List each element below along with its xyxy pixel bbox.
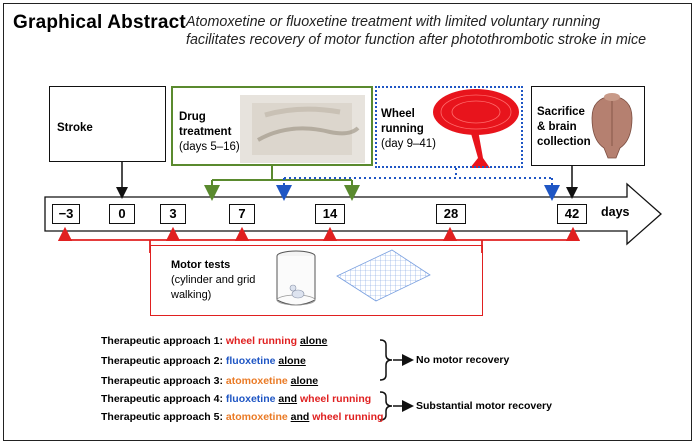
approach-prefix: Therapeutic approach 2: bbox=[101, 355, 226, 367]
approach-prefix: Therapeutic approach 3: bbox=[101, 375, 226, 387]
wheel-connector bbox=[283, 168, 553, 193]
page-title: Graphical Abstract bbox=[13, 12, 186, 33]
stroke-label: Stroke bbox=[57, 122, 93, 134]
approach-row: Therapeutic approach 1: wheel running al… bbox=[101, 335, 327, 347]
bracket-no-recovery bbox=[379, 339, 393, 381]
treatment-fluoxetine: fluoxetine bbox=[225, 393, 276, 405]
motor-tests-detail: (cylinder and grid walking) bbox=[171, 274, 256, 301]
tick-label: 14 bbox=[315, 204, 345, 224]
treatment-wheel: wheel running bbox=[225, 335, 298, 347]
drug-connector bbox=[211, 166, 353, 193]
alone-term: alone bbox=[299, 335, 328, 347]
motor-tests-title: Motor tests bbox=[171, 259, 231, 271]
sacrifice-box: Sacrifice & brain collection bbox=[531, 86, 645, 166]
drug-box: Drug treatment (days 5–16) bbox=[171, 86, 373, 166]
brain-icon bbox=[591, 93, 633, 159]
drug-title: Drug treatment bbox=[179, 111, 232, 138]
stroke-box: Stroke bbox=[49, 86, 166, 162]
sacrifice-label: Sacrifice & brain collection bbox=[537, 106, 591, 148]
drug-days: (days 5–16) bbox=[179, 141, 240, 153]
wheel-title: Wheel running bbox=[381, 108, 424, 135]
motor-test-connector bbox=[64, 233, 574, 241]
outcome-substantial: Substantial motor recovery bbox=[416, 400, 552, 412]
approach-row: Therapeutic approach 3: atomoxetine alon… bbox=[101, 375, 318, 387]
approach-prefix: Therapeutic approach 4: bbox=[101, 393, 226, 405]
treatment-wheel: wheel running bbox=[299, 393, 372, 405]
grid-icon bbox=[336, 249, 431, 302]
outcome-no-recovery: No motor recovery bbox=[416, 354, 510, 366]
approach-prefix: Therapeutic approach 5: bbox=[101, 411, 226, 423]
alone-term: alone bbox=[278, 355, 306, 367]
tick-label: 3 bbox=[160, 204, 186, 224]
running-wheel-icon bbox=[433, 89, 519, 168]
approach-row: Therapeutic approach 2: fluoxetine alone bbox=[101, 355, 306, 367]
treatment-wheel: wheel running bbox=[312, 411, 384, 423]
motor-tests-box: Motor tests (cylinder and grid walking) bbox=[150, 245, 483, 316]
treatment-atomoxetine: atomoxetine bbox=[225, 375, 288, 387]
figure-frame bbox=[3, 3, 692, 441]
and-term: and bbox=[278, 393, 298, 405]
timeline-unit: days bbox=[601, 205, 630, 219]
timeline-arrow bbox=[44, 182, 662, 246]
approach-row: Therapeutic approach 4: fluoxetine and w… bbox=[101, 393, 371, 405]
and-term: and bbox=[290, 411, 310, 423]
bracket-substantial bbox=[379, 391, 393, 421]
treatment-fluoxetine: fluoxetine bbox=[225, 355, 276, 367]
approach-prefix: Therapeutic approach 1: bbox=[101, 335, 226, 347]
tick-label: 0 bbox=[109, 204, 135, 224]
cylinder-icon bbox=[276, 250, 316, 306]
wheel-box: Wheel running (day 9–41) bbox=[375, 86, 523, 168]
tick-label: 28 bbox=[436, 204, 466, 224]
page-subtitle: Atomoxetine or fluoxetine treatment with… bbox=[186, 14, 647, 48]
mice-photo-icon bbox=[240, 95, 365, 163]
wheel-days: (day 9–41) bbox=[381, 138, 436, 150]
tick-label: −3 bbox=[52, 204, 80, 224]
approach-row: Therapeutic approach 5: atomoxetine and … bbox=[101, 411, 383, 423]
alone-term: alone bbox=[290, 375, 319, 387]
tick-label: 7 bbox=[229, 204, 255, 224]
tick-label: 42 bbox=[557, 204, 587, 224]
treatment-atomoxetine: atomoxetine bbox=[225, 411, 288, 423]
